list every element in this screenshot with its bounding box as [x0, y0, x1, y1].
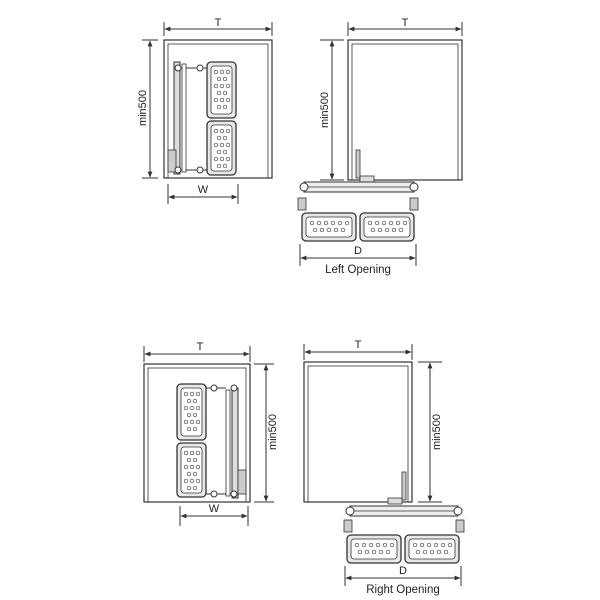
dim-min500-label: min500 — [431, 414, 443, 450]
basket-right — [359, 212, 415, 242]
dim-min500-label: min500 — [319, 92, 331, 128]
cabinet-outline — [303, 361, 413, 503]
basket-left — [346, 534, 402, 564]
dim-w-label: W — [209, 503, 220, 515]
dim-t-label: T — [402, 17, 409, 29]
caption-left-opening: Left Opening — [325, 264, 391, 276]
left-opening-front-view: T min500 — [297, 17, 463, 276]
dim-t-label: T — [197, 341, 204, 353]
basket-lower — [206, 120, 237, 176]
dim-min500-label: min500 — [137, 90, 149, 126]
dim-min500-label: min500 — [267, 414, 279, 450]
caption-right-opening: Right Opening — [366, 584, 440, 596]
cabinet-outline — [347, 39, 463, 181]
basket-lower — [176, 442, 207, 498]
basket-left — [301, 212, 357, 242]
dim-t-label: T — [355, 339, 362, 351]
slide-rail — [173, 61, 181, 175]
slide-rail — [231, 387, 239, 499]
dim-w-label: W — [198, 184, 209, 196]
dim-t-label: T — [215, 17, 222, 29]
left-opening-top-view: T min500 — [137, 17, 273, 204]
basket-right — [404, 534, 460, 564]
dim-d-label: D — [399, 565, 407, 577]
basket-upper — [176, 383, 207, 441]
right-opening-top-view: T — [143, 341, 279, 526]
basket-upper — [206, 61, 237, 119]
dim-d-label: D — [354, 245, 362, 257]
right-opening-front-view: T min500 — [303, 339, 465, 596]
